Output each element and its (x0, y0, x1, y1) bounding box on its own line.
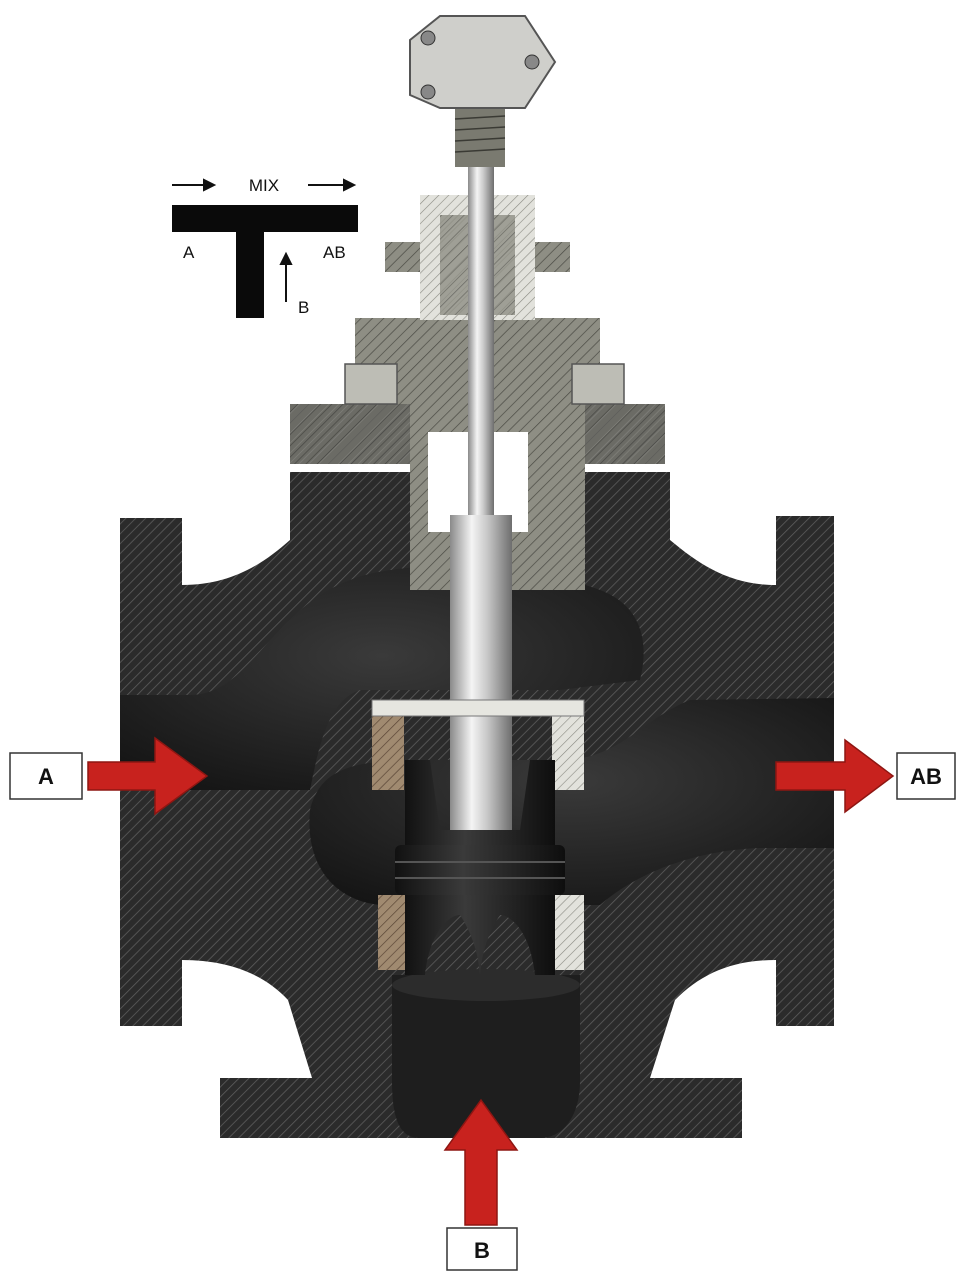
seat-and-plug (371, 699, 585, 975)
coupling-screw (524, 54, 540, 70)
stem-upper (468, 150, 494, 520)
mix-arrow-up (279, 251, 293, 302)
upper-seat-ring (371, 699, 585, 717)
mix-arrow-left (172, 178, 217, 192)
mix-title: MIX (249, 176, 279, 195)
right-nut (571, 363, 625, 405)
left-nut (344, 363, 398, 405)
stem-lower (450, 515, 512, 850)
port-label-b: B (446, 1227, 518, 1271)
mix-arrow-right (308, 178, 357, 192)
port-label-ab: AB (896, 752, 956, 800)
stem-coupling (409, 15, 557, 109)
lower-seat-right (552, 895, 584, 970)
port-label-ab-text: AB (910, 764, 942, 789)
mix-label-ab: AB (323, 243, 346, 262)
plug-skirt (405, 895, 555, 975)
bottom-chamber-top (392, 969, 580, 1001)
coupling-screw (420, 84, 436, 100)
upper-passage (120, 566, 644, 790)
mix-schematic: MIX A AB B (172, 176, 358, 318)
mix-tee-symbol (172, 205, 358, 318)
coupling-screw (420, 30, 436, 46)
port-label-a: A (9, 752, 83, 800)
plug-cage (405, 760, 555, 845)
bottom-chamber (392, 975, 580, 1138)
port-label-a-text: A (38, 764, 54, 789)
mix-label-a: A (183, 243, 195, 262)
plug-disc (395, 845, 565, 895)
port-label-b-text: B (474, 1238, 490, 1263)
lower-seat-left (378, 895, 410, 970)
flow-arrow-ab (775, 738, 895, 814)
flow-arrow-a (87, 736, 209, 816)
mix-label-b: B (298, 298, 309, 317)
flow-arrow-b (443, 1098, 519, 1226)
valve-stem (409, 15, 557, 850)
